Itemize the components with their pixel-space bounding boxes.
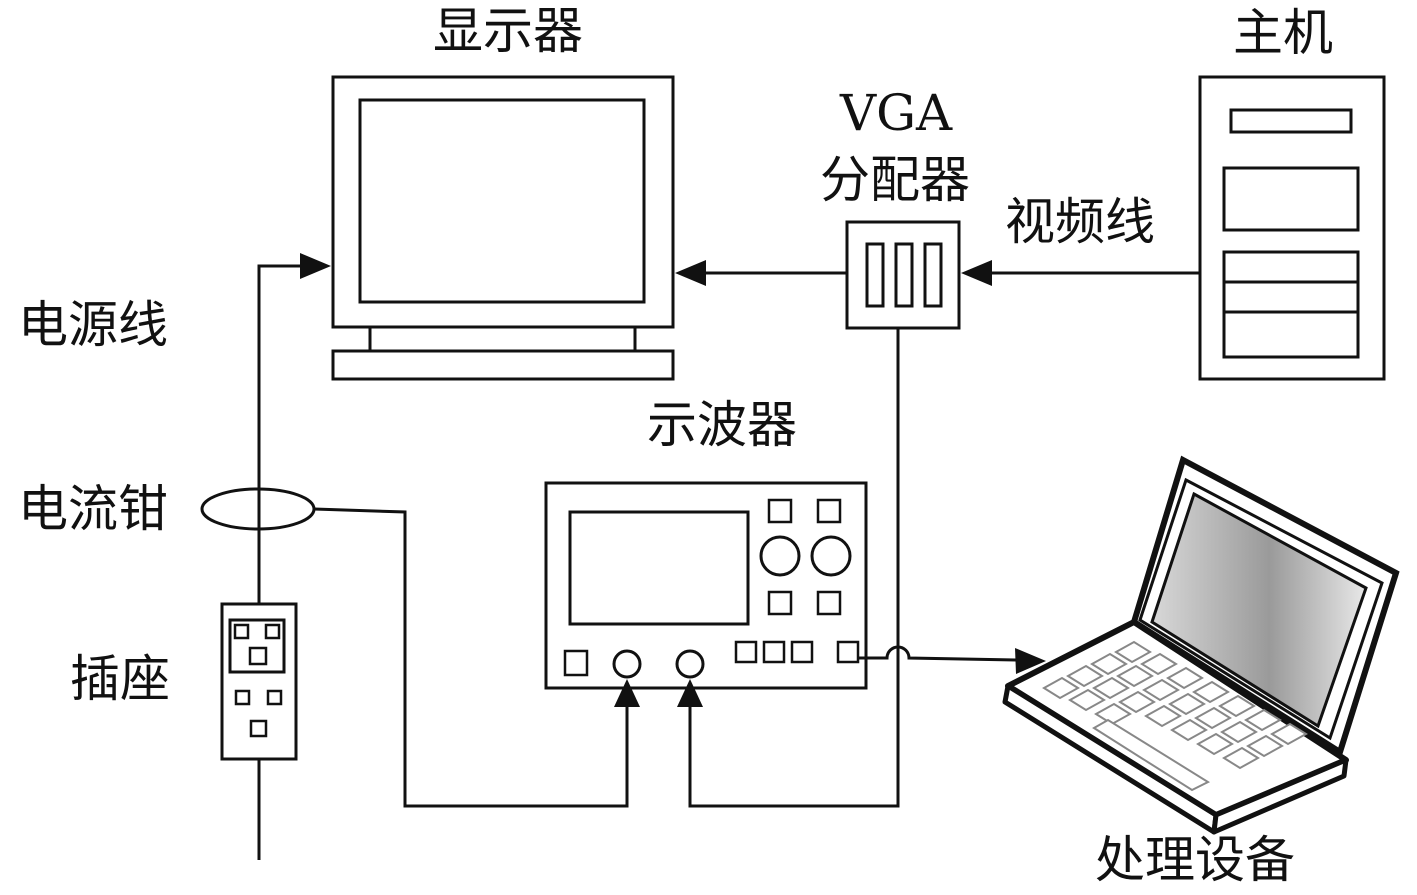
laptop-keys — [1042, 640, 1308, 792]
arrowhead-to-laptop — [1015, 648, 1046, 674]
socket-hole — [249, 719, 268, 738]
host-slot — [1229, 108, 1353, 134]
arrowhead-to-splitter — [961, 260, 992, 286]
laptop-key — [1092, 676, 1130, 700]
laptop-key — [1220, 720, 1258, 744]
arrowhead-to-channel-1 — [614, 679, 640, 707]
socket — [220, 602, 298, 761]
current-clamp-label: 电流钳 — [18, 480, 168, 538]
laptop-key — [1246, 734, 1284, 758]
laptop-key — [1068, 688, 1106, 712]
laptop-key — [1118, 690, 1156, 714]
laptop-key — [1090, 652, 1128, 676]
laptop — [1002, 455, 1400, 835]
oscilloscope-knob — [810, 535, 852, 577]
oscilloscope-button — [767, 498, 793, 524]
oscilloscope-power-button — [563, 649, 589, 677]
arrowhead-to-channel-2 — [677, 679, 703, 707]
socket-hole — [233, 623, 250, 640]
oscilloscope — [544, 481, 868, 690]
laptop-screen — [1150, 491, 1368, 729]
laptop-key — [1218, 694, 1256, 718]
laptop-spacebar — [1092, 718, 1211, 792]
laptop-key — [1192, 680, 1230, 704]
laptop-key — [1194, 706, 1232, 730]
host-tower — [1198, 75, 1386, 381]
socket-hole — [234, 689, 251, 706]
socket-hole — [266, 689, 283, 706]
oscilloscope-input-channel-2 — [675, 649, 705, 679]
laptop-key — [1144, 704, 1182, 728]
laptop-key — [1222, 746, 1260, 770]
oscilloscope-input-channel-1 — [612, 649, 642, 679]
host-panel — [1222, 250, 1360, 359]
monitor-label: 显示器 — [433, 2, 583, 60]
socket-hole — [264, 623, 281, 640]
power-cable — [257, 264, 300, 604]
monitor — [331, 75, 675, 381]
oscilloscope-screen — [568, 510, 750, 626]
oscilloscope-button — [816, 498, 842, 524]
laptop-key — [1244, 708, 1282, 732]
laptop-key — [1170, 718, 1208, 742]
laptop-key — [1166, 666, 1204, 690]
vga-port-2 — [894, 242, 914, 308]
host-drive-bay — [1222, 166, 1360, 232]
monitor-neck — [368, 325, 637, 353]
laptop-key — [1142, 678, 1180, 702]
laptop-key — [1042, 676, 1080, 700]
oscilloscope-button — [790, 640, 814, 664]
arrowhead-to-monitor — [675, 260, 706, 286]
laptop-key — [1114, 640, 1152, 664]
socket-label: 插座 — [70, 650, 170, 708]
oscilloscope-label: 示波器 — [647, 396, 797, 454]
laptop-key — [1116, 664, 1154, 688]
power-cable-label: 电源线 — [18, 296, 168, 354]
splitter-to-oscilloscope-cable — [688, 328, 900, 808]
laptop-key — [1140, 652, 1178, 676]
video-cable-label: 视频线 — [1005, 193, 1155, 251]
oscilloscope-button — [816, 590, 842, 616]
laptop-key — [1270, 722, 1308, 746]
oscilloscope-knob — [759, 535, 801, 577]
host-label: 主机 — [1233, 4, 1333, 62]
vga-splitter — [845, 220, 961, 330]
laptop-key — [1066, 664, 1104, 688]
laptop-base-side — [1211, 757, 1349, 835]
laptop-key — [1196, 732, 1234, 756]
oscilloscope-button — [762, 640, 786, 664]
vga-port-3 — [923, 242, 943, 308]
oscilloscope-to-laptop-cable — [858, 645, 1017, 662]
oscilloscope-output-port — [836, 640, 860, 664]
laptop-key — [1168, 692, 1206, 716]
monitor-screen — [358, 98, 646, 304]
oscilloscope-button — [767, 590, 793, 616]
vga-label: VGA — [840, 84, 953, 142]
clamp-to-oscilloscope-cable — [313, 507, 629, 808]
vga-port-1 — [865, 242, 885, 308]
processing-device-label: 处理设备 — [1095, 831, 1295, 889]
socket-hole — [248, 646, 268, 666]
oscilloscope-button — [734, 640, 758, 664]
monitor-base — [331, 349, 675, 381]
splitter-label: 分配器 — [820, 151, 970, 209]
arrowhead-to-monitor-power — [300, 253, 331, 279]
